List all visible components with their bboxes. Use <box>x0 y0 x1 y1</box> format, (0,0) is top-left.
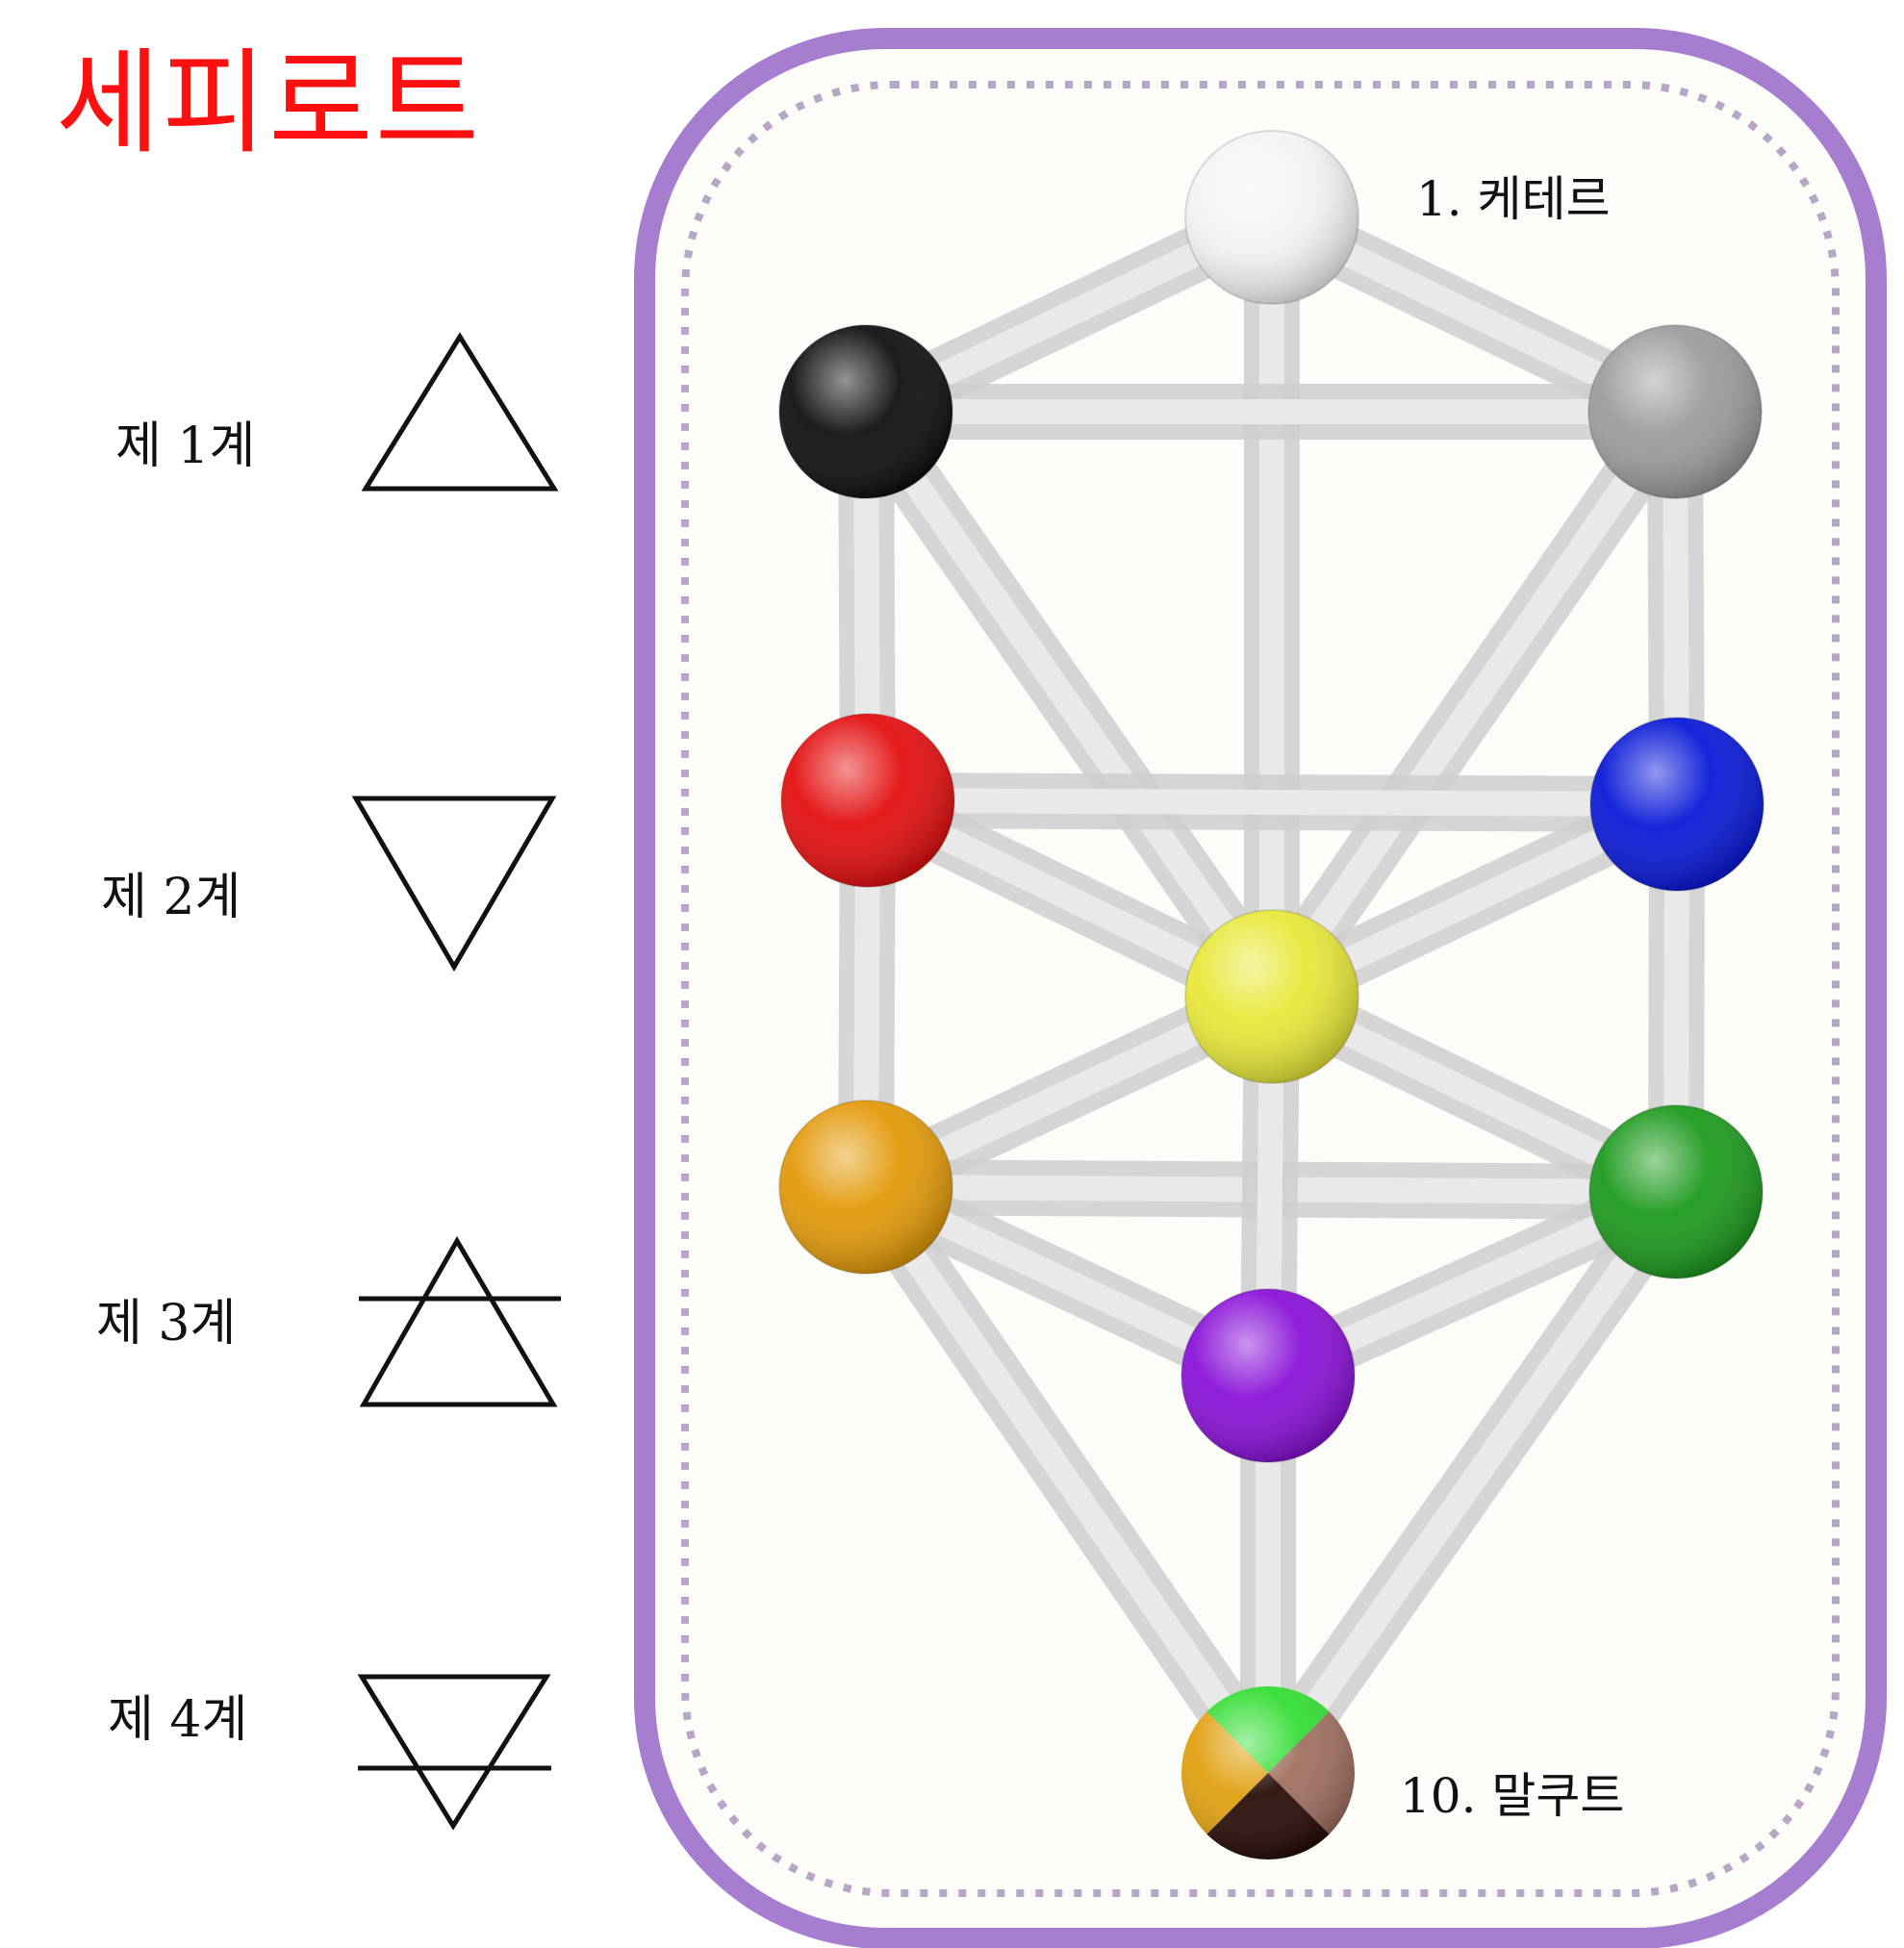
sphere-shine <box>1185 910 1358 1083</box>
label-keter: 1. 케테르 <box>1416 171 1611 227</box>
realm-symbols <box>351 332 561 1831</box>
fire-triangle-icon <box>361 332 559 492</box>
realm-label-2: 제 2계 <box>101 869 241 926</box>
path-highlight-3-6 <box>853 399 1284 1009</box>
sphere-shine <box>1590 718 1764 891</box>
path-highlight-4-5 <box>855 788 1689 817</box>
sphere-shine <box>1589 1105 1763 1278</box>
sphere-shine <box>1181 1289 1355 1462</box>
path-highlight-7-10 <box>1256 1179 1688 1785</box>
water-triangle-icon <box>351 796 557 972</box>
sphere-shine <box>1181 1686 1355 1859</box>
path-highlight-2-6 <box>1259 399 1688 1009</box>
realm-dividers <box>17 612 1807 1554</box>
label-malkuth: 10. 말쿠트 <box>1400 1768 1625 1824</box>
frame-inner-dash <box>681 81 1840 1897</box>
realm-label-4: 제 4계 <box>108 1691 248 1749</box>
sphere-shine <box>779 325 952 498</box>
path-highlight-8-10 <box>853 1175 1281 1785</box>
sephira-10-malkuth <box>1181 1686 1355 1859</box>
sphere-shine <box>1185 131 1358 304</box>
realm-label-3: 제 3계 <box>96 1295 237 1353</box>
air-triangle-icon <box>359 1236 561 1407</box>
page-title: 세피로트 <box>56 37 482 169</box>
earth-triangle-icon <box>357 1674 551 1831</box>
realm-label-1: 제 1계 <box>115 417 256 475</box>
sphere-shine <box>781 714 954 887</box>
sphere-shine <box>1588 325 1762 498</box>
sephirot-group <box>778 130 1764 1859</box>
sphere-shine <box>779 1100 952 1274</box>
